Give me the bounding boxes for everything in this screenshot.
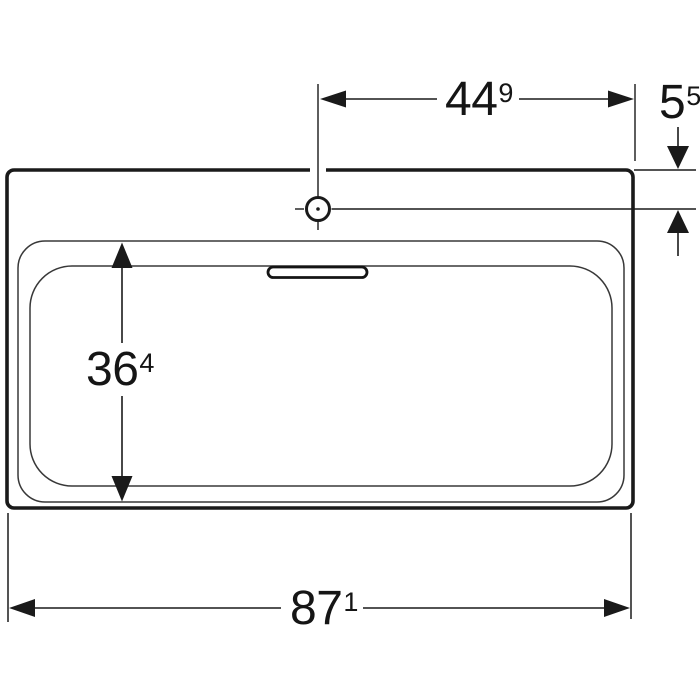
dim-superscript: 9 [498, 77, 514, 108]
dim-value: 44 [445, 73, 498, 126]
dim-basin-inner-depth [111, 242, 133, 502]
arrowhead-right [608, 90, 634, 108]
overflow-slot [266, 265, 369, 279]
dim-value: 5 [659, 76, 686, 129]
tap-hole-icon [295, 84, 696, 230]
dim-superscript: 1 [343, 586, 359, 617]
arrowhead-left [320, 90, 346, 108]
dim-value: 36 [86, 343, 139, 396]
dim-superscript: 4 [139, 347, 155, 378]
dim-label-87-1: 871 [290, 585, 358, 633]
dim-value: 87 [290, 582, 343, 635]
arrowhead-bottom [111, 476, 133, 502]
basin-rim-contour [17, 240, 625, 503]
arrowhead-right [604, 599, 630, 617]
dim-tap-center-to-right-edge [320, 84, 636, 161]
dim-overall-width [7, 513, 632, 622]
basin-top-view [5, 164, 635, 510]
dim-front-edge-to-tap-center [634, 127, 696, 256]
arrowhead-top [111, 242, 133, 268]
dim-label-44-9: 449 [445, 76, 513, 124]
tap-hole-center-dot [316, 207, 320, 211]
dim-superscript: 5 [686, 80, 700, 111]
dim-label-5-5: 55 [659, 79, 700, 127]
dim-label-36-4: 364 [86, 346, 154, 394]
arrowhead-left [9, 599, 35, 617]
arrowhead-up [667, 210, 689, 233]
arrowhead-down [667, 146, 689, 169]
